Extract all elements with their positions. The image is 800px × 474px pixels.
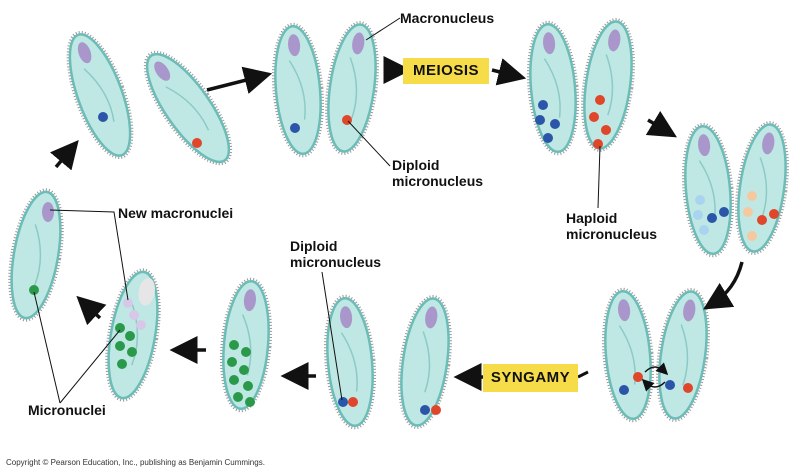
cell-stage6-a xyxy=(318,292,382,432)
label-haploid-line2: micronucleus xyxy=(566,226,658,242)
leader-lines xyxy=(33,17,601,404)
cell-stage1-b xyxy=(128,38,248,178)
cell-stage8 xyxy=(96,264,170,406)
cell-stage5-a xyxy=(596,285,660,425)
cell-stage5-b xyxy=(648,284,718,426)
cell-stage2-b xyxy=(317,17,387,159)
syngamy-box: SYNGAMY xyxy=(483,364,578,392)
label-diploid-bottom-line1: Diploid xyxy=(290,238,338,254)
cell-stage7 xyxy=(214,275,278,415)
label-micronuclei: Micronuclei xyxy=(28,402,106,418)
label-macronucleus: Macronucleus xyxy=(400,10,495,26)
cell-stage9 xyxy=(0,184,73,326)
cell-stage2-a xyxy=(266,20,330,160)
label-diploid-bottom-line2: micronucleus xyxy=(290,254,382,270)
cell-stage3-b xyxy=(573,14,643,156)
meiosis-box: MEIOSIS xyxy=(403,58,489,84)
process-arrows xyxy=(50,56,744,391)
cell-stage3-a xyxy=(521,18,585,158)
label-new-macronuclei: New macronuclei xyxy=(118,205,234,221)
copyright-text: Copyright © Pearson Education, Inc., pub… xyxy=(6,458,265,467)
label-haploid-line1: Haploid xyxy=(566,210,618,226)
cell-stage4-a xyxy=(676,120,740,260)
cell-stage1-a xyxy=(53,23,147,167)
label-diploid-top-line1: Diploid xyxy=(392,157,440,173)
label-diploid-top-line2: micronucleus xyxy=(392,173,484,189)
cell-stage4-b xyxy=(727,117,797,259)
cell-stage6-b xyxy=(390,291,460,433)
